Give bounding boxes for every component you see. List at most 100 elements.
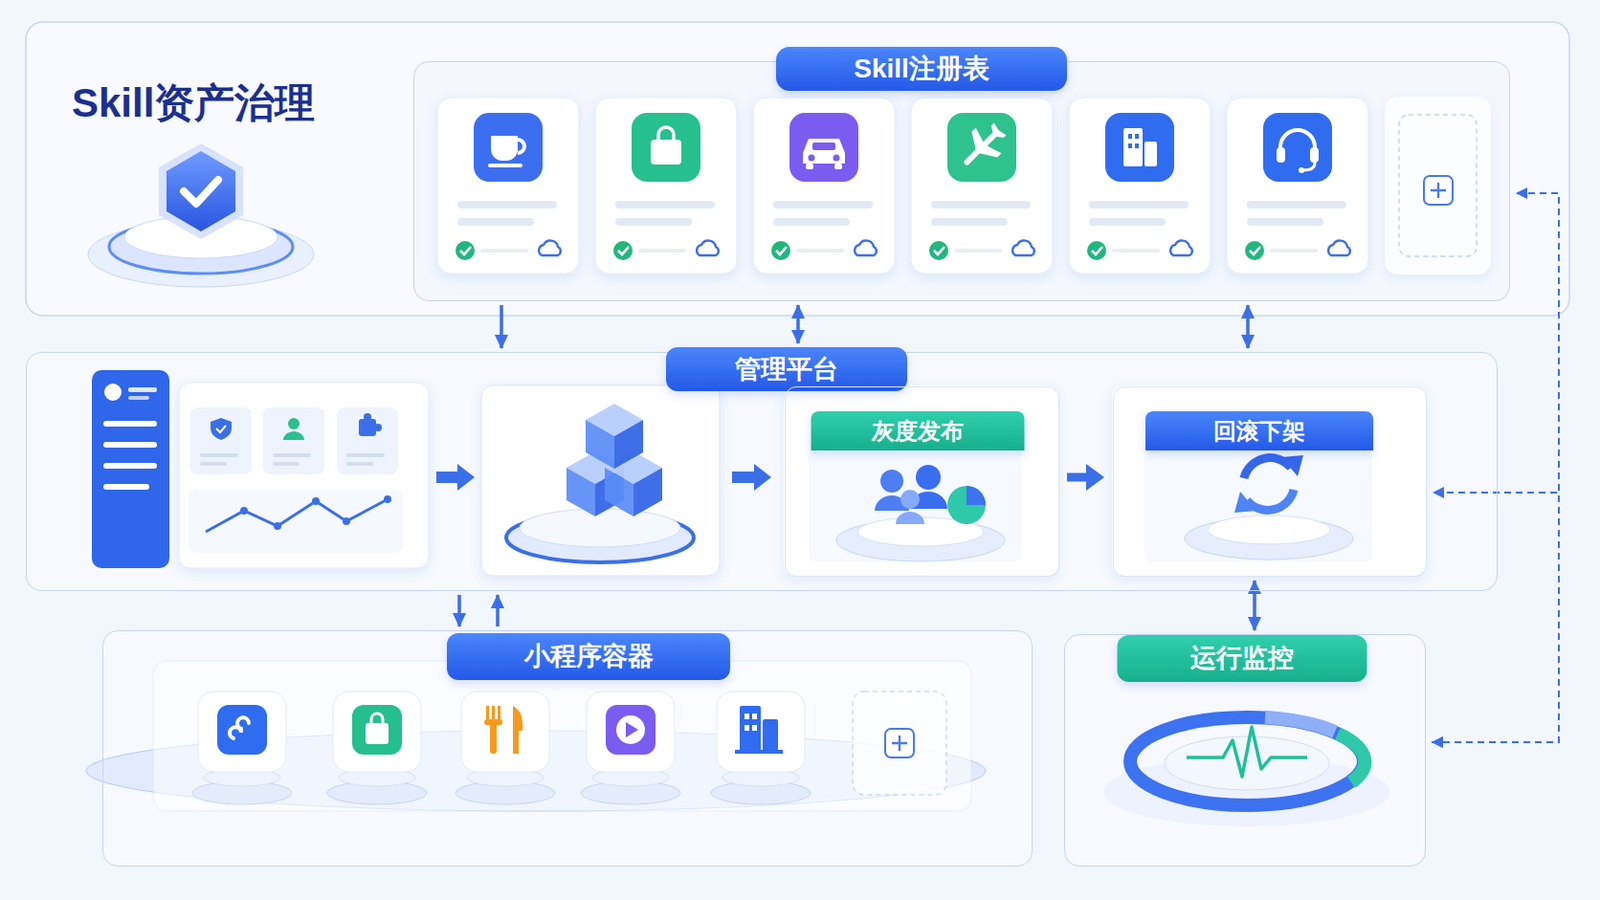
- skill-cards-part: [1226, 97, 1369, 274]
- container-panel-part-part: [739, 706, 761, 753]
- dashboard-part: [342, 517, 351, 526]
- dashboard-part: [288, 418, 300, 430]
- dashboard-part: [273, 522, 282, 531]
- rollback-card-part: [1207, 515, 1331, 545]
- dashboard-part: [336, 407, 399, 475]
- container-panel-part: [625, 722, 639, 738]
- skill-cards-part-part: [1144, 141, 1157, 167]
- container-panel-part-part: [497, 706, 501, 722]
- container-panel-part: [885, 729, 914, 758]
- dashboard-part: [103, 421, 157, 427]
- stage-tab: 回滚下架: [1145, 411, 1374, 451]
- skill-cards-part: [631, 112, 701, 182]
- skill-cards-part-part: [952, 115, 1014, 178]
- dashboard-part: [104, 383, 122, 401]
- section-box: 小程序容器: [102, 630, 1033, 867]
- rollback-card-part: [1144, 448, 1373, 562]
- section-box: 运行监控: [1064, 634, 1426, 867]
- skill-cards-part: [789, 112, 859, 182]
- container-panel-part-part: [512, 706, 523, 755]
- dashboard-part: [200, 462, 227, 467]
- skill-cubes-part: [585, 403, 644, 469]
- container-panel-part: [744, 713, 750, 720]
- skill-cards-part: [473, 112, 543, 182]
- dashboard-part: [283, 431, 305, 441]
- diagram-title: Skill资产治理: [71, 76, 315, 131]
- dashboard-part: [374, 423, 382, 432]
- dashboard-part: [358, 419, 377, 437]
- skill-cards-part: [1399, 114, 1477, 257]
- top-panel-part: [25, 22, 1570, 316]
- dashboard-part: [311, 497, 320, 506]
- skill-cards-part-part: [1298, 167, 1305, 174]
- section-box: Skill注册表: [413, 61, 1511, 302]
- shield-icon-part: [158, 143, 244, 240]
- gray-release-card-part: [900, 489, 920, 510]
- container-panel-part: [102, 630, 1033, 867]
- feedback-line: [1431, 193, 1559, 743]
- skill-cards-part-part: [1303, 162, 1315, 171]
- container-panel-part: [327, 691, 427, 805]
- section-box: 管理平台灰度发布回滚下架: [25, 352, 1498, 592]
- flow-arrow-shape-part: [732, 464, 772, 491]
- dashboard-part: [103, 463, 157, 469]
- container-panel-part: [352, 705, 402, 756]
- skill-cards-part: [802, 138, 845, 170]
- skill-cards-part: [1384, 96, 1491, 275]
- skill-cards-part-part: [1276, 147, 1286, 163]
- skill-cards-part-part: [808, 155, 816, 162]
- dashboard-part: [103, 442, 157, 448]
- top-panel-part: [413, 61, 1511, 302]
- container-panel-part-part: [489, 723, 497, 755]
- container-panel-part: [752, 713, 757, 720]
- monitor-panel-part: [1337, 733, 1365, 783]
- section-header: 运行监控: [1117, 635, 1368, 683]
- top-panel: [25, 22, 1570, 316]
- rollback-card-part: [1281, 455, 1304, 477]
- section-header: 小程序容器: [446, 633, 731, 681]
- gray-release-card-part: [783, 385, 1059, 577]
- gray-release-card-part: [966, 486, 986, 506]
- skill-cubes: [481, 385, 720, 577]
- section-header: Skill注册表: [776, 46, 1067, 91]
- dashboard-part: [200, 453, 239, 458]
- skill-cards-part-part: [650, 139, 682, 165]
- skill-cards-part: [1123, 128, 1157, 167]
- dashboard-part: [205, 499, 388, 533]
- dashboard-part: [103, 484, 150, 490]
- container-panel-part: [365, 723, 389, 745]
- dashboard-part: [272, 453, 312, 458]
- shield-icon-part: [166, 151, 236, 232]
- flow-arrow: [796, 305, 800, 344]
- skill-cubes-part: [519, 509, 681, 548]
- stage-tab: 灰度发布: [811, 411, 1025, 451]
- rollback-card-part: [1111, 385, 1426, 577]
- skill-cards-part-part: [517, 139, 525, 154]
- dashboard: [91, 370, 429, 569]
- container-panel-part: [153, 661, 972, 812]
- skill-cards-part: [1105, 112, 1175, 182]
- container-panel-part: [744, 725, 750, 732]
- flow-arrow-shape-part: [436, 464, 475, 491]
- skill-cards-part-part: [490, 135, 518, 161]
- skill-cards-part: [1263, 112, 1333, 182]
- skill-cards-part-part: [833, 155, 841, 162]
- skill-cards-part-part: [1310, 147, 1319, 163]
- dashboard-part: [383, 495, 392, 504]
- skill-cards-part: [911, 97, 1053, 274]
- dashboard-part: [363, 413, 372, 422]
- skill-cards-part: [1423, 176, 1453, 205]
- shield-icon: [88, 143, 314, 288]
- dashboard-part: [91, 370, 170, 569]
- monitor-panel: [1064, 634, 1426, 867]
- skill-cards-part-part: [834, 163, 843, 170]
- container-panel-part-part: [734, 750, 783, 755]
- container-panel-part: [484, 706, 523, 755]
- monitor-panel-part: [1064, 634, 1426, 867]
- skill-cards-part-part: [658, 127, 674, 140]
- container-panel-part-part: [491, 706, 495, 722]
- container-panel: [86, 630, 1033, 867]
- skill-cards-part-part: [1123, 128, 1143, 167]
- container-panel-part: [605, 705, 656, 756]
